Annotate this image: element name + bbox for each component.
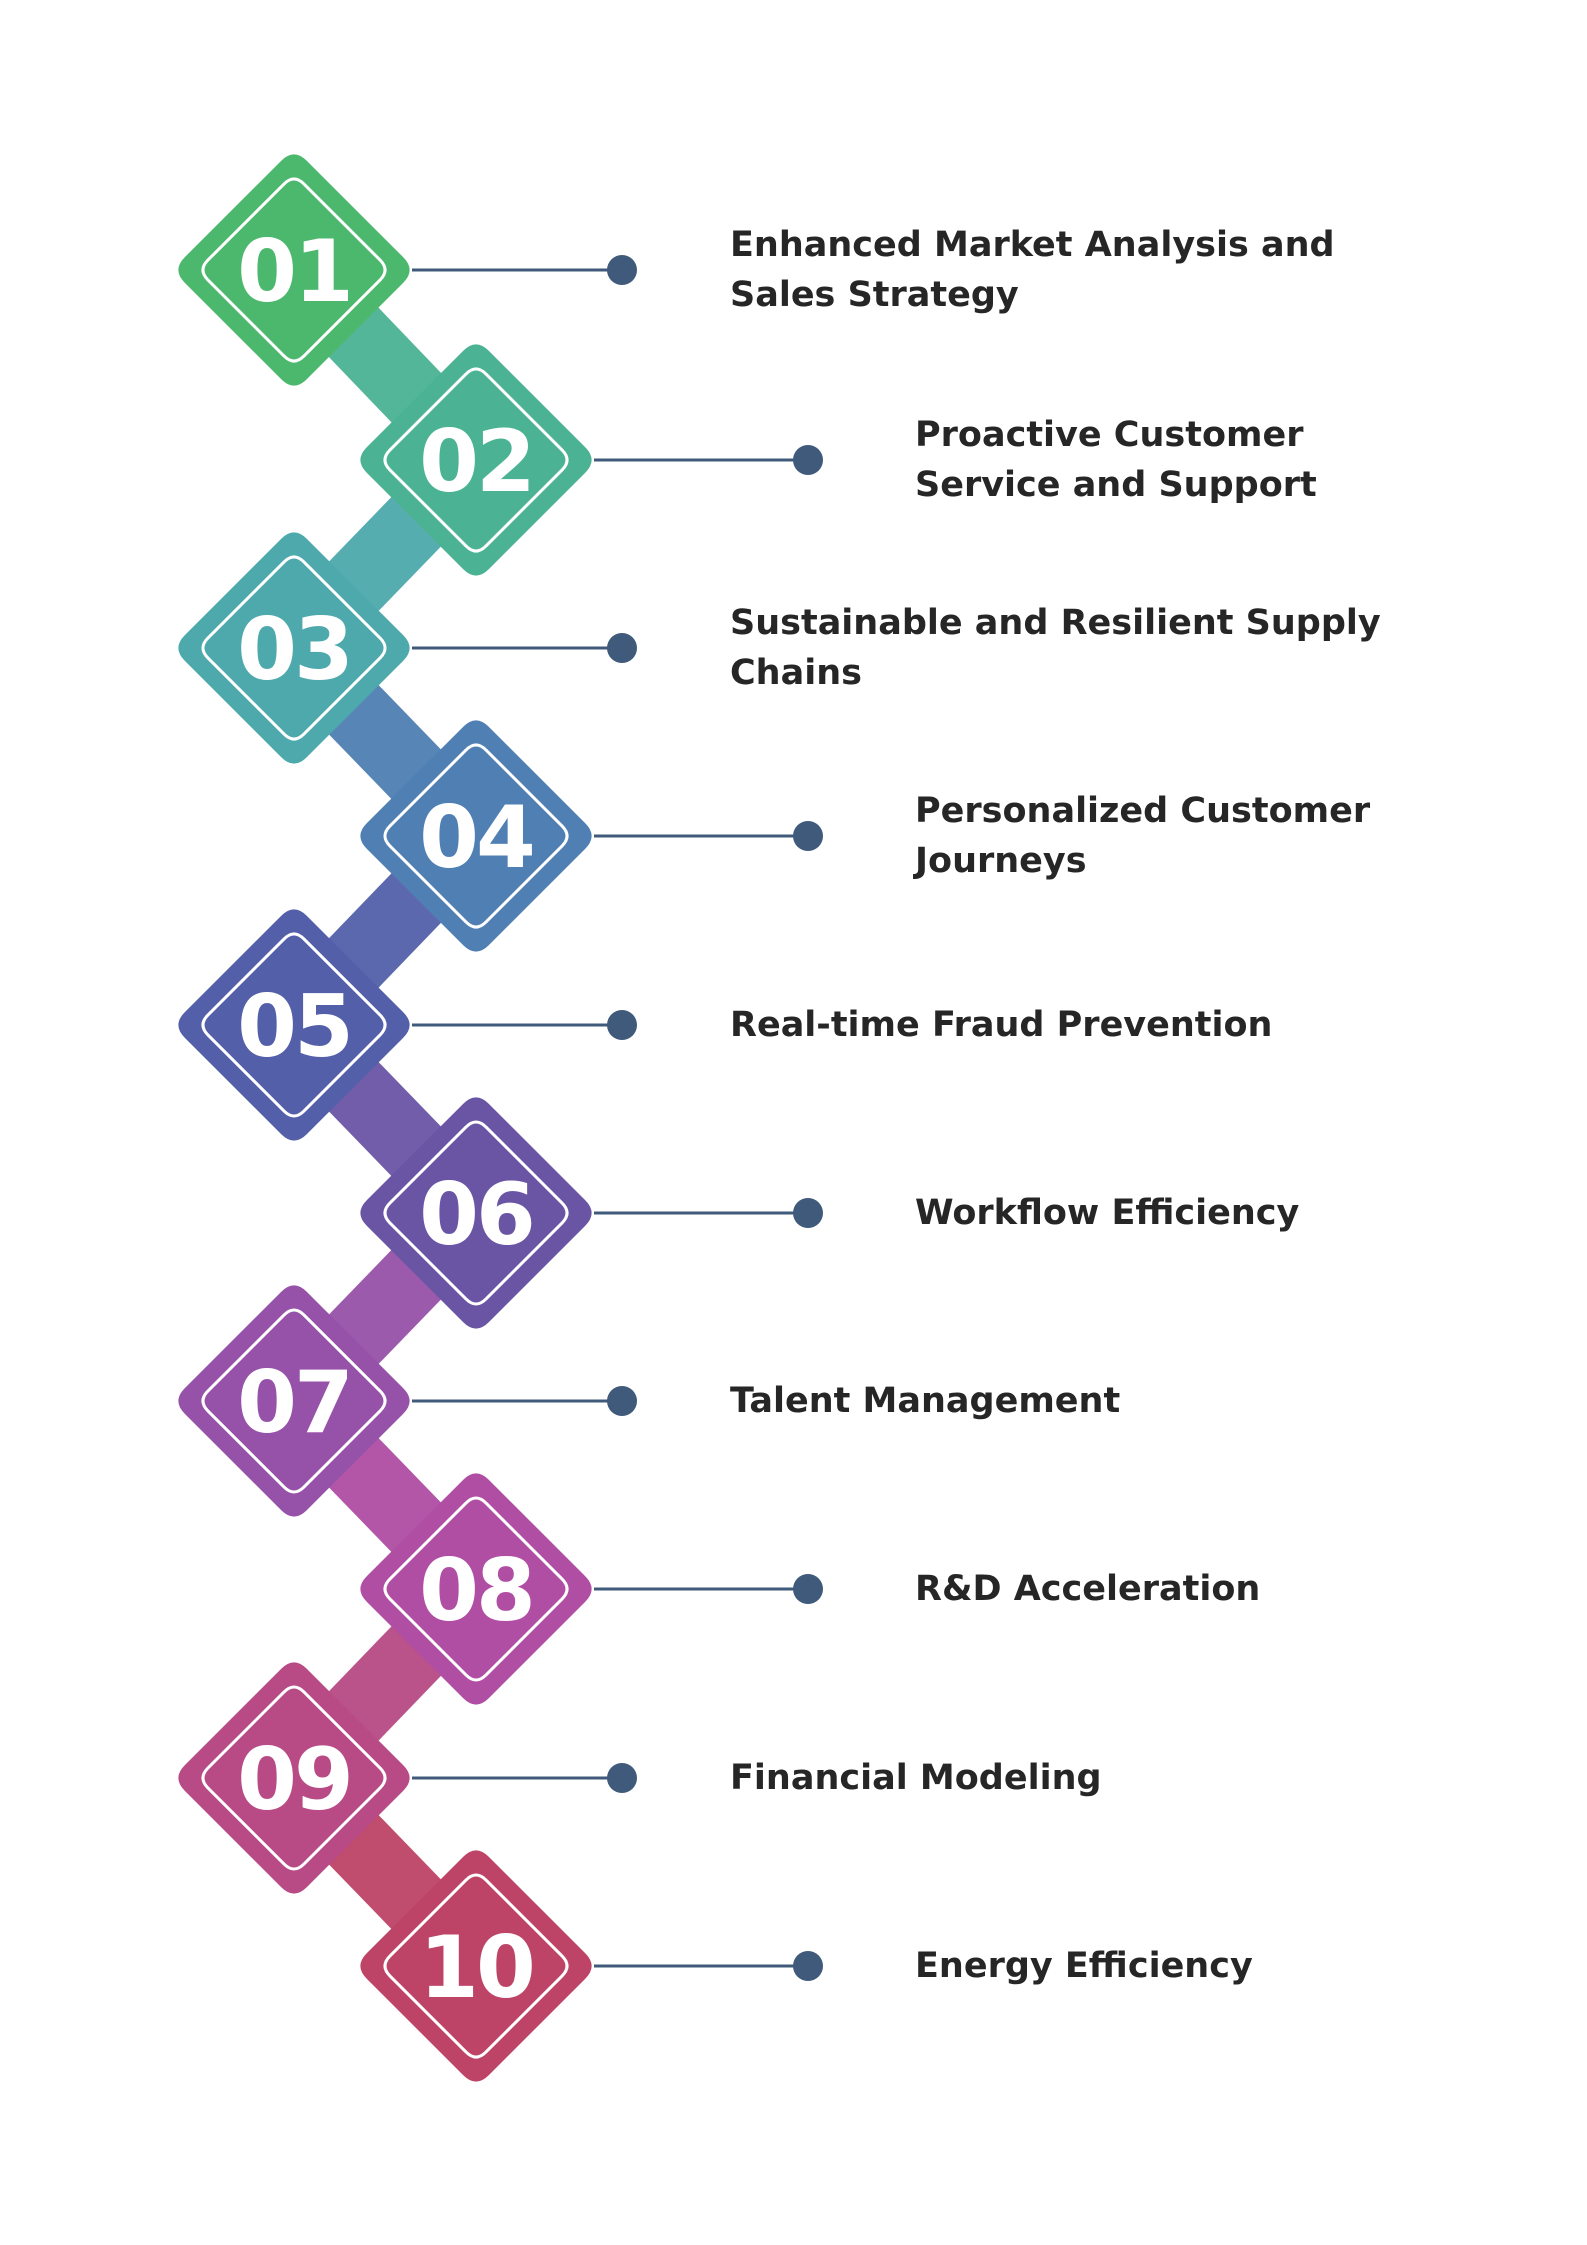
connector-dot-07 [607, 1386, 637, 1416]
diamond-inner-outline [201, 1685, 387, 1871]
step-label-04: Personalized Customer Journeys [915, 791, 1371, 881]
diamond-inner-outline [201, 177, 387, 363]
step-label-10: Energy Efficiency [915, 1946, 1253, 1986]
diamond-shape [178, 532, 410, 764]
step-diamond-07: 07 [178, 1285, 410, 1517]
connector-dot-03 [607, 633, 637, 663]
diamond-shape [360, 720, 592, 952]
connector-dot-04 [793, 821, 823, 851]
step-connectors [412, 255, 823, 1981]
step-label-03: Sustainable and Resilient Supply Chains [730, 603, 1381, 693]
diamond-inner-outline [201, 932, 387, 1118]
step-diamond-03: 03 [178, 532, 410, 764]
step-diamond-05: 05 [178, 909, 410, 1141]
step-diamond-10: 10 [360, 1850, 592, 2082]
step-diamond-02: 02 [360, 344, 592, 576]
step-label-05: Real-time Fraud Prevention [730, 1005, 1273, 1045]
diamond-shape [178, 1662, 410, 1894]
step-number: 09 [237, 1730, 351, 1830]
diamond-steps: 01 02 03 04 05 06 07 08 09 10 [178, 154, 592, 2082]
connector-dot-05 [607, 1010, 637, 1040]
diamond-inner-outline [383, 1496, 569, 1682]
step-diamond-08: 08 [360, 1473, 592, 1705]
step-number: 10 [419, 1918, 533, 2018]
step-diamond-01: 01 [178, 154, 410, 386]
diamond-inner-outline [383, 743, 569, 929]
step-diamond-04: 04 [360, 720, 592, 952]
diamond-shape [360, 1850, 592, 2082]
step-label-01: Enhanced Market Analysis and Sales Strat… [730, 225, 1335, 315]
step-number: 04 [419, 788, 533, 888]
step-label-08: R&D Acceleration [915, 1569, 1261, 1609]
step-label-02: Proactive Customer Service and Support [915, 415, 1317, 505]
diamond-shape [360, 1097, 592, 1329]
diamond-shape [360, 344, 592, 576]
connector-dot-01 [607, 255, 637, 285]
diamond-shape [178, 909, 410, 1141]
step-diamond-06: 06 [360, 1097, 592, 1329]
step-number: 05 [237, 977, 351, 1077]
diamond-shape [360, 1473, 592, 1705]
step-number: 02 [419, 412, 533, 512]
connector-dot-10 [793, 1951, 823, 1981]
diamond-inner-outline [383, 367, 569, 553]
step-number: 03 [237, 600, 351, 700]
diamond-inner-outline [383, 1120, 569, 1306]
diamond-shape [178, 154, 410, 386]
step-number: 08 [419, 1541, 533, 1641]
step-number: 01 [237, 222, 351, 322]
connector-dot-08 [793, 1574, 823, 1604]
step-label-09: Financial Modeling [730, 1758, 1102, 1798]
diamond-inner-outline [201, 555, 387, 741]
connector-dot-09 [607, 1763, 637, 1793]
step-label-06: Workflow Efficiency [915, 1193, 1300, 1233]
step-number: 06 [419, 1165, 533, 1265]
connector-dot-06 [793, 1198, 823, 1228]
diamond-inner-outline [201, 1308, 387, 1494]
diamond-shape [178, 1285, 410, 1517]
step-number: 07 [237, 1353, 351, 1453]
step-label-07: Talent Management [730, 1381, 1121, 1421]
connector-dot-02 [793, 445, 823, 475]
step-diamond-09: 09 [178, 1662, 410, 1894]
diamond-inner-outline [383, 1873, 569, 2059]
